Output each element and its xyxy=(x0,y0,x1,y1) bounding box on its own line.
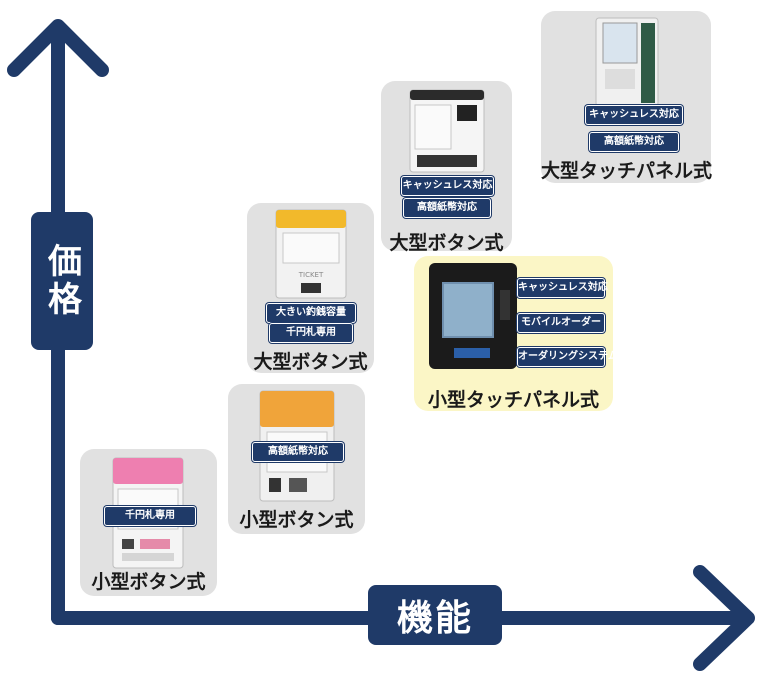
x-axis-label: 機能 xyxy=(368,585,502,645)
badge-cashless: キャッシュレス対応 xyxy=(585,105,683,125)
product-card-large-button-1: TICKET 大きい釣銭容量 千円札専用 大型ボタン式 xyxy=(247,203,374,373)
badge-cashless: キャッシュレス対応 xyxy=(517,278,608,298)
badge-high-denomination: 高額紙幣対応 xyxy=(403,198,491,218)
badge-mobile-order: モバイルオーダー xyxy=(517,313,605,333)
badge-high-denomination: 高額紙幣対応 xyxy=(589,132,679,152)
product-card-small-button-1: 千円札専用 小型ボタン式 xyxy=(80,449,217,596)
badge-thousand-yen-only: 千円札専用 xyxy=(104,506,196,526)
badge-cashless: キャッシュレス対応 xyxy=(401,176,494,196)
touch-panel-machine-large-image xyxy=(595,17,659,107)
x-axis-arrowhead xyxy=(693,565,755,671)
badge-ordering-system: オーダリングシステム xyxy=(517,347,618,367)
y-axis-arrowhead xyxy=(7,19,109,77)
y-axis-label: 価格 xyxy=(31,212,93,350)
badge-large-change-capacity: 大きい釣銭容量 xyxy=(266,303,356,323)
product-title: 小型ボタン式 xyxy=(91,571,206,593)
touch-panel-machine-small-image xyxy=(429,263,517,369)
ticket-machine-large-white-image xyxy=(409,89,485,173)
ticket-machine-large-yellow-image: TICKET xyxy=(275,209,347,299)
product-title: 大型ボタン式 xyxy=(389,232,504,254)
product-card-large-touch-panel: キャッシュレス対応 高額紙幣対応 大型タッチパネル式 xyxy=(541,11,713,183)
product-card-large-button-2: キャッシュレス対応 高額紙幣対応 大型ボタン式 xyxy=(381,81,512,254)
product-card-small-touch-panel: キャッシュレス対応 モバイルオーダー オーダリングシステム 小型タッチパネル式 xyxy=(414,256,618,411)
product-title: 大型ボタン式 xyxy=(253,351,368,373)
product-title: 大型タッチパネル式 xyxy=(541,160,713,182)
product-title: 小型タッチパネル式 xyxy=(427,389,599,411)
product-card-small-button-2: 高額紙幣対応 小型ボタン式 xyxy=(228,384,365,534)
badge-high-denomination: 高額紙幣対応 xyxy=(252,442,344,462)
product-title: 小型ボタン式 xyxy=(239,509,354,531)
badge-thousand-yen-only: 千円札専用 xyxy=(269,323,353,343)
machine-label-text: TICKET xyxy=(298,271,324,279)
